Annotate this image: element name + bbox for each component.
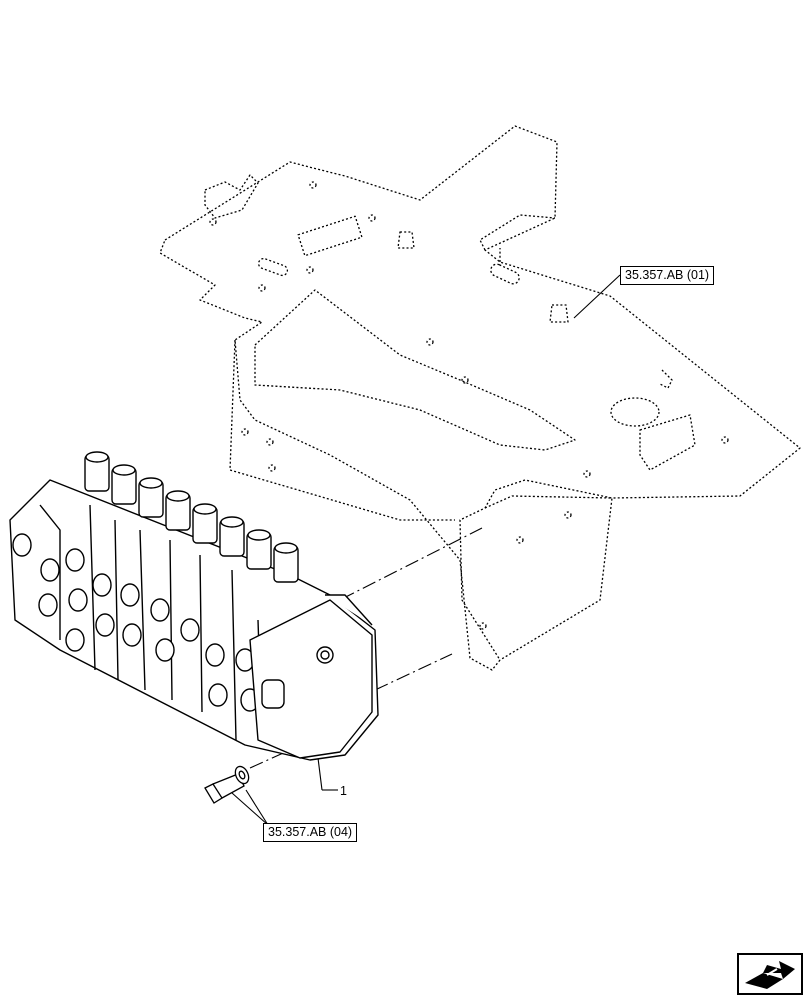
valve-port bbox=[12, 533, 32, 557]
frame-slot-small bbox=[257, 257, 289, 277]
reference-callout-bottom[interactable]: 35.357.AB (04) bbox=[263, 823, 358, 842]
valve-port bbox=[65, 548, 85, 572]
valve-port bbox=[208, 683, 228, 707]
solenoid-coil bbox=[165, 490, 191, 531]
frame-hole bbox=[516, 536, 524, 544]
frame-hole bbox=[426, 338, 434, 346]
valve-port bbox=[120, 583, 140, 607]
valve-port bbox=[65, 628, 85, 652]
leader-bolt-b bbox=[245, 789, 269, 826]
valve-port bbox=[40, 558, 60, 582]
valve-port bbox=[92, 573, 112, 597]
frame-hole bbox=[583, 470, 591, 478]
frame-hole bbox=[479, 622, 487, 630]
item-number-label: 1 bbox=[340, 784, 347, 798]
frame-inner-cutout bbox=[254, 289, 576, 451]
frame-slot-right bbox=[490, 263, 520, 285]
valve-port bbox=[68, 588, 88, 612]
valve-port bbox=[95, 613, 115, 637]
valve-port bbox=[122, 623, 142, 647]
frame-hole bbox=[241, 428, 249, 436]
valve-port bbox=[155, 638, 175, 662]
valve-port bbox=[38, 593, 58, 617]
valve-port bbox=[205, 643, 225, 667]
frame-rear-face bbox=[479, 214, 556, 262]
frame-hole bbox=[461, 376, 469, 384]
frame-hole bbox=[368, 214, 376, 222]
control-valve-assembly bbox=[9, 451, 379, 761]
alignment-line-lower bbox=[374, 653, 453, 691]
frame-hole bbox=[258, 284, 266, 292]
valve-port bbox=[150, 598, 170, 622]
leader-bolt-a bbox=[231, 792, 269, 826]
frame-hole bbox=[306, 266, 314, 274]
frame-fitting-top bbox=[397, 231, 415, 249]
solenoid-coil bbox=[111, 464, 137, 505]
frame-hole bbox=[209, 218, 217, 226]
frame-side-wall bbox=[229, 339, 613, 661]
solenoid-coil bbox=[138, 477, 164, 518]
frame-large-hole bbox=[610, 397, 660, 427]
frame-fitting-right bbox=[549, 304, 569, 323]
frame-hole bbox=[268, 464, 276, 472]
solenoid-coil bbox=[246, 529, 272, 570]
frame-hole bbox=[564, 511, 572, 519]
bolt-and-washer bbox=[204, 765, 250, 804]
leader-item-1b bbox=[317, 757, 323, 791]
frame-slot-top bbox=[297, 215, 363, 257]
frame-hole bbox=[266, 438, 274, 446]
solenoid-coil bbox=[192, 503, 218, 544]
solenoid-coil bbox=[84, 451, 110, 492]
leader-top-callout bbox=[573, 274, 621, 319]
frame-plate-outline bbox=[159, 125, 801, 671]
frame-hook-left bbox=[204, 174, 259, 219]
solenoid-coil bbox=[219, 516, 245, 557]
valve-port bbox=[180, 618, 200, 642]
frame-hole bbox=[721, 436, 729, 444]
solenoid-coil bbox=[273, 542, 299, 583]
frame-bracket-right bbox=[639, 414, 696, 471]
reference-callout-top[interactable]: 35.357.AB (01) bbox=[620, 266, 715, 285]
next-page-arrow-icon[interactable] bbox=[737, 953, 803, 995]
frame-clip-right bbox=[659, 369, 673, 389]
frame-hole bbox=[309, 181, 317, 189]
